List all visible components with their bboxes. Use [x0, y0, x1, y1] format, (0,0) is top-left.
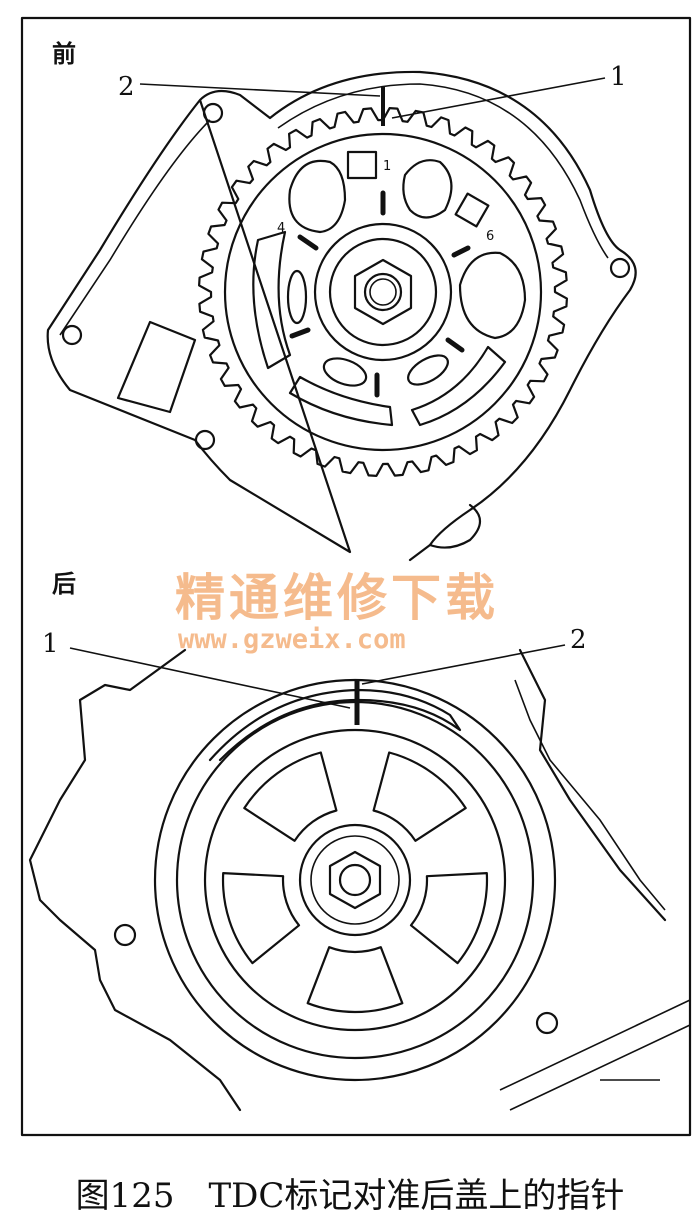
bolt-hole [113, 923, 137, 947]
cover-inner-edge [277, 83, 609, 259]
sprocket-rim [223, 132, 543, 452]
sprocket-number: 1 [383, 159, 391, 174]
watermark-title: 精通维修下载 [175, 569, 499, 627]
sprocket-dashes [289, 190, 471, 398]
pulley-window [221, 872, 301, 965]
pulley-flange [208, 688, 462, 762]
cover-window [116, 320, 197, 414]
sprocket-window [458, 251, 527, 340]
sprocket-slot [286, 269, 308, 325]
sprocket-arc-slot [410, 345, 507, 427]
watermark-url: www.gzweix.com [178, 624, 406, 655]
pulley-windows [221, 751, 489, 1013]
pulley-window [372, 751, 467, 842]
callout-1: 1 [42, 629, 59, 659]
callout-2: 2 [570, 625, 587, 655]
leader-line-1 [69, 647, 351, 709]
leader-line-1 [391, 77, 606, 119]
front-cover-outline [46, 70, 637, 562]
sprocket-number: 6 [486, 229, 494, 244]
sprocket-arc-slot [252, 230, 292, 370]
cover-inner-edge-left [59, 119, 211, 336]
cover-tab [428, 503, 482, 549]
pulley-window [306, 946, 404, 1013]
bolt-hole [202, 102, 224, 124]
hub-ring [310, 835, 400, 925]
sprocket-marker-square [454, 192, 490, 228]
figure-frame [20, 16, 692, 1137]
sprocket-slot [322, 357, 368, 387]
crank-pulley-outer [153, 678, 557, 1082]
pulley-window [409, 872, 489, 965]
sprocket-arc-slot [288, 375, 394, 427]
callout-2: 2 [118, 72, 135, 102]
hub-ring [328, 237, 438, 347]
bolt-hole [609, 257, 631, 279]
pulley-window [243, 751, 338, 842]
rear-cover-ribs [499, 999, 691, 1111]
leader-line-2 [139, 83, 381, 97]
rear-heading: 后 [52, 570, 76, 598]
sprocket-marker-square [346, 150, 378, 180]
pulley-rim [175, 700, 535, 1060]
figure-caption: 图125 TDC标记对准后盖上的指针 [75, 1176, 625, 1216]
bolt-hole [61, 324, 83, 346]
leader-line-2 [361, 644, 566, 685]
sprocket-window [402, 159, 453, 219]
hex-bolt [328, 850, 382, 910]
pulley-hub [298, 823, 412, 937]
bolt-center [369, 278, 397, 306]
sprocket-hub [313, 222, 453, 362]
bolt-head [363, 272, 403, 312]
bolt-hole [194, 429, 216, 451]
front-view: 前 1 6 4 [46, 40, 637, 562]
rear-view: 后 1 2 [28, 570, 691, 1112]
pulley-inner-rim [203, 728, 507, 1032]
front-heading: 前 [52, 40, 76, 68]
rear-cover-outline [28, 648, 667, 1112]
sprocket-window [288, 159, 347, 234]
camshaft-sprocket-teeth [198, 107, 568, 477]
bolt-hole [535, 1011, 559, 1035]
sprocket-number: 4 [277, 221, 285, 236]
sprocket-slot [407, 354, 449, 386]
bolt-head [338, 863, 372, 897]
hex-nut [353, 258, 413, 326]
callout-1: 1 [610, 62, 627, 92]
rear-cover-inner-edge [514, 679, 666, 911]
